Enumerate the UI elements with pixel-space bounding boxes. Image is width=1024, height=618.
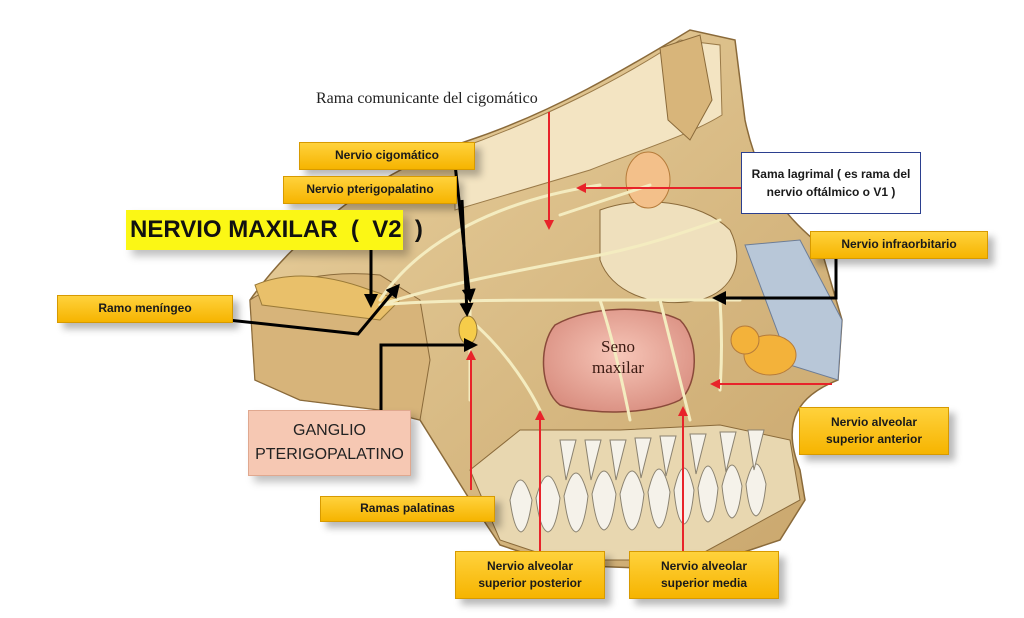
label-nervio-alveolar-superior-anterior: Nervio alveolar superior anterior (799, 407, 949, 455)
label-nervio-alveolar-superior-posterior: Nervio alveolar superior posterior (455, 551, 605, 599)
ganglio-line1: GANGLIO (293, 422, 366, 439)
label-ramo-meningeo: Ramo meníngeo (57, 295, 233, 323)
ganglio-line2: PTERIGOPALATINO (255, 446, 404, 463)
label-rama-lagrimal: Rama lagrimal ( es rama del nervio oftál… (741, 152, 921, 214)
maxillary-sinus (542, 308, 695, 413)
red-arrows (466, 112, 832, 552)
seno-line1: Seno (601, 337, 635, 356)
caption-rama-comunicante: Rama comunicante del cigomático (316, 90, 538, 107)
title-nervio-maxilar: NERVIO MAXILAR ( V2 ) (126, 210, 423, 250)
label-nervio-infraorbitario: Nervio infraorbitario (810, 231, 988, 259)
label-ganglio-pterigopalatino: GANGLIO PTERIGOPALATINO (248, 410, 411, 476)
pterygopalatine-ganglion-mark (458, 315, 478, 345)
teeth (509, 429, 767, 533)
label-nervio-alveolar-superior-media: Nervio alveolar superior media (629, 551, 779, 599)
label-nervio-pterigopalatino: Nervio pterigopalatino (283, 176, 457, 204)
seno-line2: maxilar (592, 358, 644, 378)
black-arrows (227, 163, 838, 410)
label-ramas-palatinas: Ramas palatinas (320, 496, 495, 522)
label-nervio-cigomatico: Nervio cigomático (299, 142, 475, 170)
label-seno-maxilar: Seno maxilar (578, 336, 658, 379)
